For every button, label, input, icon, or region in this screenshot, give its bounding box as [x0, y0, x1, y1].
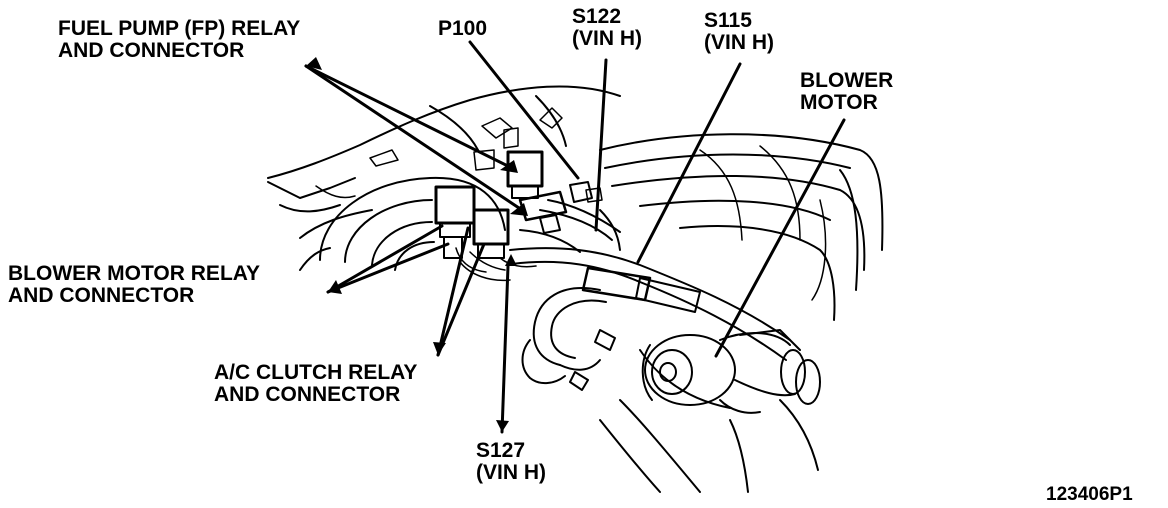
pigtail-harness — [521, 287, 616, 391]
p100-label: P100 — [438, 17, 488, 40]
blower-motor-relay-label: BLOWER MOTOR RELAY AND CONNECTOR — [8, 262, 261, 307]
fuel-pump-relay-label: FUEL PUMP (FP) RELAY AND CONNECTOR — [58, 17, 301, 62]
s127-label: S127 (VIN H) — [476, 439, 546, 484]
wiring-harness — [509, 199, 791, 361]
blower-motor-label: BLOWER MOTOR — [800, 69, 894, 114]
lower-structure-outline — [599, 349, 819, 493]
s122-label: S122 (VIN H) — [572, 5, 642, 50]
s115-label: S115 (VIN H) — [704, 9, 774, 54]
leader-lines — [304, 40, 846, 434]
relay-cluster — [434, 127, 603, 282]
ac-clutch-relay-label: A/C CLUTCH RELAY AND CONNECTOR — [214, 361, 418, 406]
arrowheads — [306, 57, 528, 432]
firewall-outline — [599, 133, 884, 321]
figure-number: 123406P1 — [1046, 484, 1133, 505]
body-panel-outline — [267, 85, 621, 239]
blower-motor-housing — [641, 329, 821, 414]
